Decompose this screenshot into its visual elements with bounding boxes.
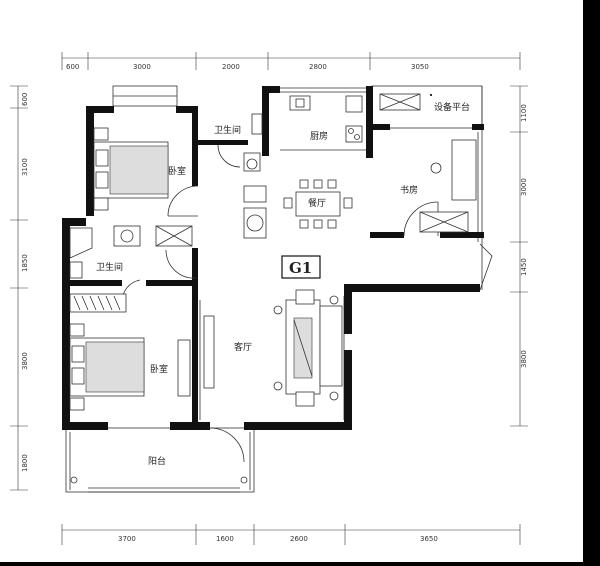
room-label-balcony: 阳台 xyxy=(148,455,166,467)
dim-left-2: 3100 xyxy=(21,158,29,176)
dim-top-5: 3050 xyxy=(411,63,429,71)
bed-bottom xyxy=(69,323,191,411)
wardrobe xyxy=(69,293,127,313)
dim-top-2: 3000 xyxy=(133,63,151,71)
dim-left-5: 1800 xyxy=(21,454,29,472)
room-label-bathroom-left: 卫生间 xyxy=(96,261,123,273)
room-label-equipment-platform: 设备平台 xyxy=(434,101,470,113)
dim-bottom-1: 3700 xyxy=(118,535,136,543)
dim-right-2: 3000 xyxy=(520,178,528,196)
dim-bottom-4: 3650 xyxy=(420,535,438,543)
equipment-platform-units xyxy=(379,93,432,111)
dim-left-3: 1850 xyxy=(21,254,29,272)
room-label-bedroom-top: 卧室 xyxy=(168,165,186,177)
room-label-kitchen: 厨房 xyxy=(310,130,328,142)
dim-right-3: 1450 xyxy=(520,258,528,276)
left-dimension-line: 600 3100 1850 3800 1800 xyxy=(10,85,29,491)
floor-plan-canvas: 600 3000 2000 2800 3050 3700 1600 2600 3… xyxy=(0,0,583,562)
study-furniture xyxy=(419,139,477,233)
room-label-study: 书房 xyxy=(400,184,418,196)
walls xyxy=(62,86,484,430)
dim-top-1: 600 xyxy=(66,63,79,71)
bottom-dimension-line: 3700 1600 2600 3650 xyxy=(61,524,521,545)
bathroom-top-fixtures xyxy=(243,113,267,239)
top-dimension-line: 600 3000 2000 2800 3050 xyxy=(61,52,521,71)
bathroom-left-fixtures xyxy=(69,225,193,279)
unit-code: G1 xyxy=(289,259,312,277)
dim-left-1: 600 xyxy=(21,93,29,106)
dining-table xyxy=(283,179,353,229)
room-label-dining: 餐厅 xyxy=(308,197,326,209)
room-label-bedroom-bottom: 卧室 xyxy=(150,363,168,375)
bed-top xyxy=(93,127,169,211)
doors xyxy=(121,144,493,463)
dim-left-4: 3800 xyxy=(21,352,29,370)
dim-top-4: 2800 xyxy=(309,63,327,71)
right-dimension-line: 1100 3000 1450 3800 xyxy=(510,85,528,427)
room-label-bathroom-top: 卫生间 xyxy=(214,124,241,136)
dim-top-3: 2000 xyxy=(222,63,240,71)
dim-right-1: 1100 xyxy=(520,104,528,122)
dim-bottom-3: 2600 xyxy=(290,535,308,543)
room-label-living: 客厅 xyxy=(234,341,252,353)
dim-bottom-2: 1600 xyxy=(216,535,234,543)
balcony-details xyxy=(70,476,248,484)
unit-code-box xyxy=(281,255,321,279)
kitchen-fixtures xyxy=(280,95,366,151)
floor-plan: 600 3000 2000 2800 3050 3700 1600 2600 3… xyxy=(10,52,528,545)
dim-right-4: 3800 xyxy=(520,350,528,368)
living-furniture xyxy=(203,289,343,407)
